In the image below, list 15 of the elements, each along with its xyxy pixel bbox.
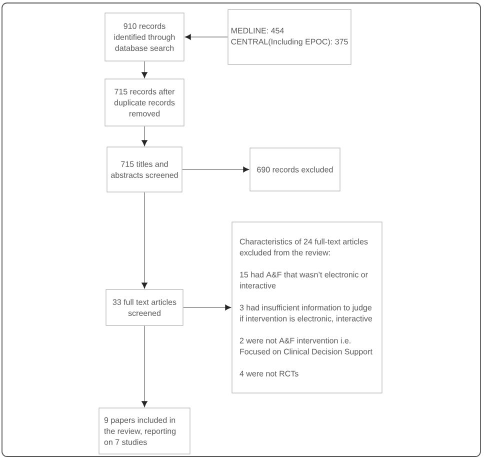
arrow [182,304,231,310]
process-box: 715 titles and abstracts screened [106,146,182,192]
process-box: 690 records excluded [250,148,340,192]
process-box: 33 full text articles screened [106,289,184,326]
process-box: 715 records after duplicate records removed [104,78,184,126]
process-box: 910 records identified through database search [104,12,184,62]
source-list-box: MEDLINE: 454 CENTRAL(Including EPOC): 375 [228,9,352,65]
exclusion-note-box: Characteristics of 24 full-text articles excluded from the review: 15 had A&F that wasn’t electronic or interactive 3 had insufficient information to judge if intervention is electronic, interactive 2 were not A&F intervention i.e. Focused on Clinical Decision Support 4 were not RCTs [232,222,382,394]
arrow [185,34,228,40]
arrow [142,192,148,288]
process-box: 9 papers included in the review, reporting on 7 studies [98,408,190,454]
arrow [142,325,148,407]
arrow [142,126,148,146]
arrow [142,60,148,78]
arrow [182,166,249,172]
